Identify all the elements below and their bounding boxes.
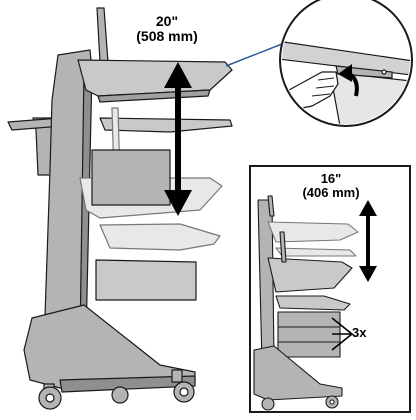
- callout-line: [225, 43, 283, 67]
- inset-drawer-2: [277, 326, 341, 343]
- inset-surface-raised: [267, 221, 359, 243]
- main-height-arrow: [164, 62, 192, 216]
- keyboard-tray-raised: [99, 117, 233, 133]
- drawer-block: [91, 149, 171, 206]
- inset-drawer-1: [277, 311, 341, 328]
- inset-height-label: 16" (406 mm): [290, 171, 372, 201]
- inset-height-mm: (406 mm): [302, 185, 360, 201]
- main-height-mm: (508 mm): [136, 28, 198, 45]
- top-mast: [96, 7, 109, 63]
- drawer-count-label: 3x: [352, 325, 367, 340]
- inset-drawer-3: [277, 341, 341, 358]
- main-height-inches: 20": [155, 13, 179, 29]
- main-height-label: 20" (508 mm): [112, 13, 222, 45]
- inset-surface-lowered: [267, 257, 353, 293]
- caster-front: [171, 369, 195, 403]
- caster-rear: [38, 383, 62, 410]
- inset-keyboard-tray: [275, 295, 351, 311]
- cart-base: [23, 304, 196, 389]
- inset-post: [279, 231, 287, 263]
- detail-callout: [279, 0, 413, 127]
- caster-mid: [111, 386, 129, 404]
- inset-caster-rear: [261, 397, 275, 411]
- keyboard-tray-lowered: [99, 223, 221, 251]
- inset-panel: [249, 165, 411, 413]
- inset-height-inches: 16": [320, 171, 342, 186]
- inset-base: [253, 345, 343, 401]
- main-cart: [7, 7, 233, 410]
- lower-drawer: [95, 259, 197, 301]
- inset-height-arrow: [359, 200, 377, 282]
- detail-surface: [282, 39, 410, 77]
